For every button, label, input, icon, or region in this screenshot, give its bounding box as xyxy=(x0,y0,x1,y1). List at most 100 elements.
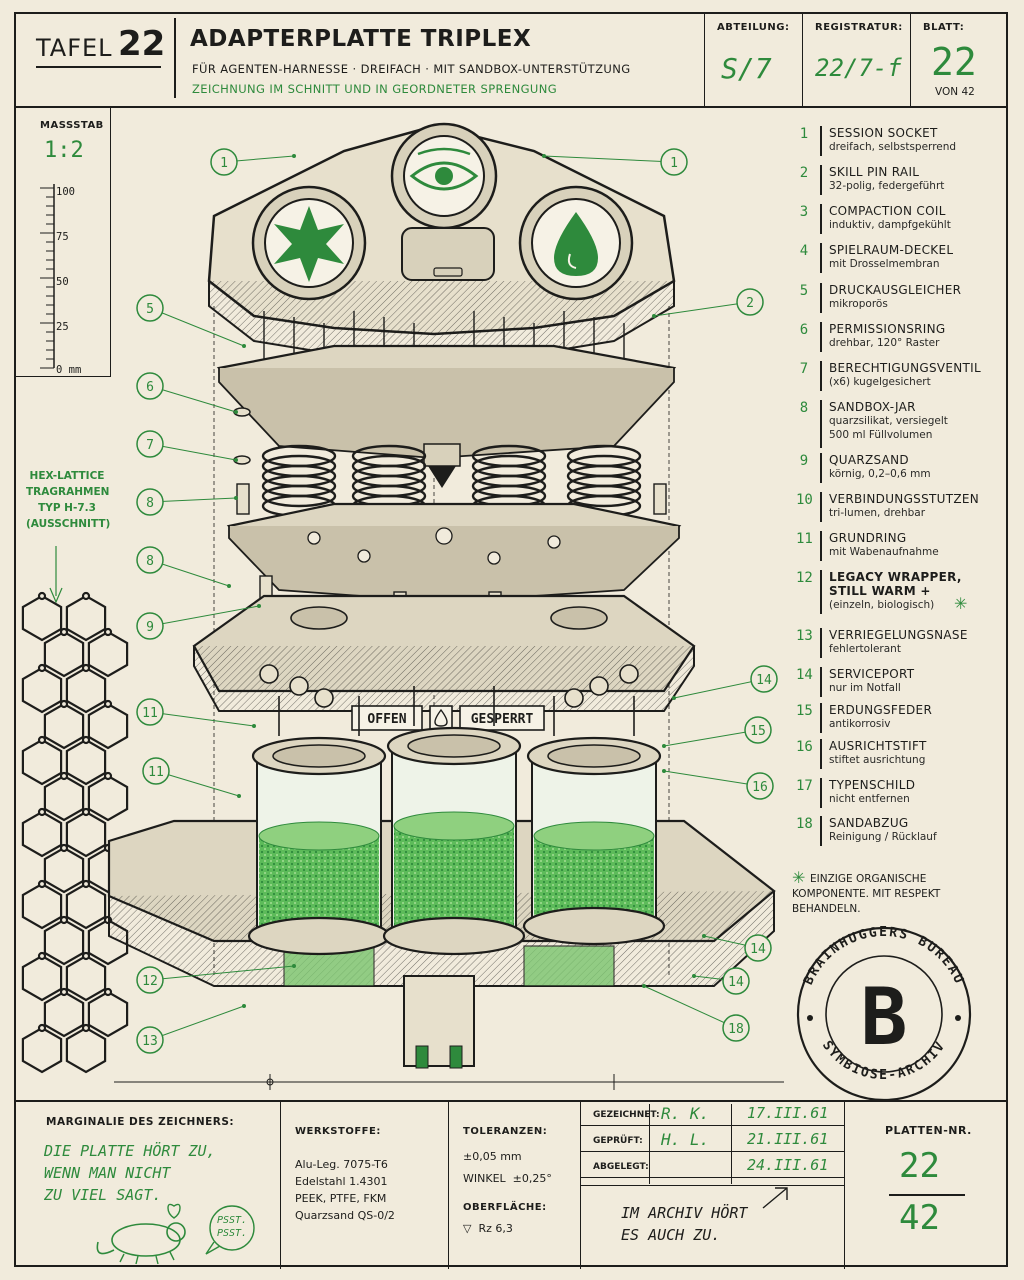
registratur-cell: REGISTRATUR: 22/7-f xyxy=(802,12,911,106)
callout-number: 1 xyxy=(670,156,678,171)
title-block-footer: MARGINALIE DES ZEICHNERS: DIE PLATTE HÖR… xyxy=(14,1100,1008,1269)
lattice-node xyxy=(81,879,91,889)
legend-divider xyxy=(820,492,822,522)
scale-tick-50: 50 xyxy=(56,276,69,288)
registratur-label: REGISTRATUR: xyxy=(815,22,903,33)
legend-subtitle: mikroporös xyxy=(829,298,888,310)
callout-number: 18 xyxy=(728,1022,744,1037)
legend-title: PERMISSIONSRING xyxy=(829,322,946,336)
callout-circle xyxy=(136,1026,164,1054)
offen-label: OFFEN xyxy=(367,712,406,727)
title-block-header: TAFEL 22 ADAPTERPLATTE TRIPLEX FÜR AGENT… xyxy=(14,12,1008,108)
sandbox-jar xyxy=(247,696,391,956)
callout-number: 15 xyxy=(750,724,766,739)
platten-total: 42 xyxy=(899,1198,940,1238)
werkstoff-item: Edelstahl 1.4301 xyxy=(295,1175,388,1188)
legend-divider xyxy=(820,778,822,808)
callout-circle xyxy=(744,934,772,962)
werkstoffe-cell: WERKSTOFFE: Alu-Leg. 7075-T6 Edelstahl 1… xyxy=(280,1102,449,1269)
callout-leader xyxy=(673,678,765,699)
sandbox-jar xyxy=(382,686,526,956)
socket-drop xyxy=(518,185,634,301)
legend-subtitle: drehbar, 120° Raster xyxy=(829,337,940,349)
registratur-value: 22/7-f xyxy=(815,54,902,82)
lattice-node xyxy=(59,915,69,925)
lattice-node xyxy=(103,987,113,997)
legend-number: 10 xyxy=(796,492,813,508)
callout-number: 1 xyxy=(220,156,228,171)
legend-title: COMPACTION COIL xyxy=(829,204,946,218)
hex-lattice xyxy=(21,591,129,1074)
callout-circle xyxy=(136,698,164,726)
toleranz-mm: ±0,05 mm xyxy=(463,1150,522,1163)
archiv-note-line: IM ARCHIV HÖRT xyxy=(621,1204,748,1222)
legend-title: GRUNDRING xyxy=(829,531,907,545)
tafel-box: TAFEL 22 xyxy=(36,22,165,68)
callout-circle xyxy=(136,546,164,574)
legend-number: 13 xyxy=(796,628,813,644)
lattice-cell xyxy=(87,630,129,678)
legend-divider xyxy=(820,165,822,195)
drop-indicator-icon xyxy=(434,708,448,727)
arrow-sketch xyxy=(762,1187,788,1209)
oberflaeche-label: OBERFLÄCHE: xyxy=(463,1202,547,1213)
dimension-dot xyxy=(266,1078,274,1086)
lattice-cell xyxy=(65,1026,107,1074)
lattice-node xyxy=(59,771,69,781)
lattice-node xyxy=(37,591,47,601)
legend-number: 7 xyxy=(799,361,809,377)
legend-title: DRUCKAUSGLEICHER xyxy=(829,283,962,297)
legend-subtitle: fehlertolerant xyxy=(829,643,901,655)
legend-number: 1 xyxy=(799,126,809,142)
marginalie-cell: MARGINALIE DES ZEICHNERS: DIE PLATTE HÖR… xyxy=(14,1102,280,1269)
legend-subtitle: dreifach, selbstsperrend xyxy=(829,141,957,153)
legend-number: 9 xyxy=(799,453,809,469)
legend-divider xyxy=(820,322,822,352)
callout-number: 7 xyxy=(146,438,154,453)
offen-label-plate xyxy=(351,705,423,731)
lattice-cell xyxy=(65,594,107,642)
platten-cell: PLATTEN-NR. 22 42 xyxy=(844,1102,1009,1269)
marginalie-line: ZU VIEL SAGT. xyxy=(44,1186,162,1204)
callout-leader xyxy=(149,385,237,413)
legend-number: 5 xyxy=(799,283,809,299)
lattice-cell xyxy=(21,594,63,642)
callout-circle xyxy=(744,716,772,744)
sheet-frame xyxy=(14,12,1008,1267)
blatt-von: VON 42 xyxy=(935,86,975,98)
lattice-node xyxy=(37,879,47,889)
legend-title: ERDUNGSFEDER xyxy=(829,703,933,717)
surface-finish-icon: ▽ xyxy=(463,1222,472,1235)
legend-subtitle: mit Drosselmembran xyxy=(829,258,940,270)
gesperrt-label: GESPERRT xyxy=(471,712,534,727)
callout-leader xyxy=(149,307,245,347)
lattice-node xyxy=(81,663,91,673)
lattice-note-line: TRAGRAHMEN xyxy=(26,486,110,498)
legend-divider xyxy=(820,126,822,156)
callout-number: 6 xyxy=(146,380,154,395)
sand-surface xyxy=(393,811,515,841)
lattice-cell xyxy=(87,990,129,1038)
gesperrt-label-plate xyxy=(459,705,545,731)
lattice-cell xyxy=(43,774,85,822)
lattice-node xyxy=(81,807,91,817)
starburst-icon xyxy=(274,206,344,282)
legend-title: AUSRICHTSTIFT xyxy=(829,739,927,753)
psst-bubble: PSST. PSST. xyxy=(215,1214,249,1240)
gezeichnet-label: GEZEICHNET: xyxy=(593,1110,660,1120)
abteilung-label: ABTEILUNG: xyxy=(717,22,790,33)
legend-divider xyxy=(820,667,822,697)
callout-circle xyxy=(722,967,750,995)
callout-number: 11 xyxy=(142,706,158,721)
legend-divider xyxy=(820,703,822,733)
exploded-diagram: OFFEN GESPERRT 1125678891111141516141412… xyxy=(21,122,784,1090)
quarzsand-fill xyxy=(394,826,514,932)
drop-icon xyxy=(554,212,598,276)
